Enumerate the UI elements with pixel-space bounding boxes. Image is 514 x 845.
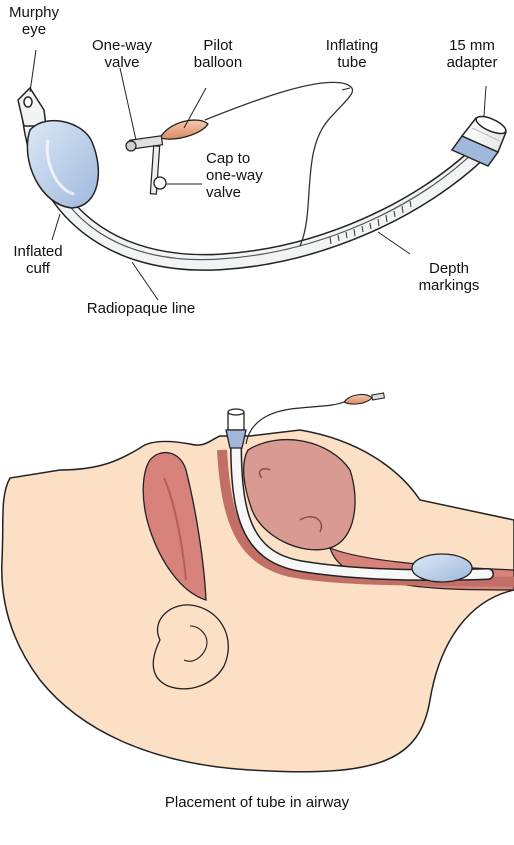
adapter-at-mouth [226,409,246,448]
tube-tip [18,88,46,126]
figure-caption: Placement of tube in airway [0,794,514,811]
label-cap-to-valve: Cap to one-way valve [206,150,296,201]
label-inflated-cuff: Inflated cuff [2,243,74,277]
murphy-eye-hole [24,97,32,107]
pilot-balloon-shape [160,120,208,139]
label-inflating-tube: Inflating tube [312,37,392,71]
label-depth-markings: Depth markings [404,260,494,294]
label-one-way-valve: One-way valve [82,37,162,71]
one-way-valve [126,136,166,194]
valve-cap [154,177,166,189]
inflated-cuff-shape [27,121,98,208]
head-cross-section [2,393,514,772]
label-15mm-adapter: 15 mm adapter [434,37,510,71]
label-murphy-eye: Murphy eye [4,4,64,38]
tracheal-cuff [412,554,472,582]
label-radiopaque-line: Radiopaque line [66,300,216,317]
label-pilot-balloon: Pilot balloon [182,37,254,71]
adapter-15mm [452,113,508,166]
pilot-balloon-small [344,395,372,405]
